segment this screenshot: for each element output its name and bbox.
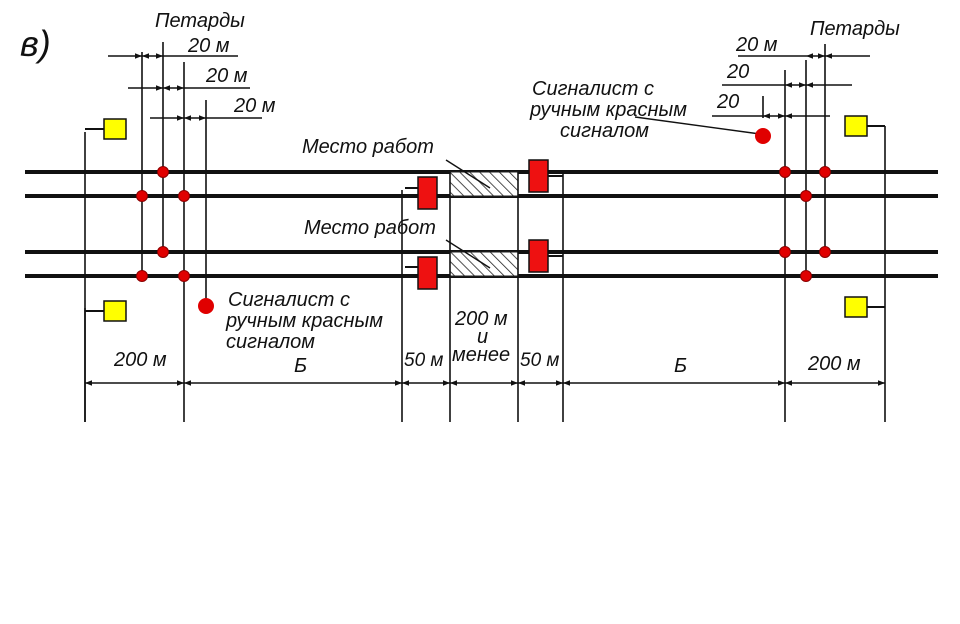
petard-spacing-left <box>108 53 262 121</box>
petard <box>819 246 831 258</box>
petard <box>779 166 791 178</box>
signalman-right-line-2: ручным красным <box>529 99 687 121</box>
warning-signal-left-upper <box>85 118 127 140</box>
warning-signals <box>85 115 885 322</box>
stop-signs <box>405 159 563 290</box>
dim-20m-left-2: 20 м <box>205 65 248 87</box>
petard-spacing-right <box>712 53 870 119</box>
petard <box>178 190 190 202</box>
warning-signal-right-lower <box>844 296 885 318</box>
dim-200-or-less-line-3: менее <box>452 344 510 366</box>
petard <box>157 246 169 258</box>
dim-20m-left-1: 20 м <box>187 35 230 57</box>
stop-sign-right-upper <box>528 159 563 193</box>
dim-20-right-2: 20 <box>726 61 749 83</box>
dim-200-or-less-line-1: 200 м <box>454 308 508 330</box>
petards-label-left: Петарды <box>155 10 245 32</box>
dim-B-left: Б <box>294 355 307 377</box>
dim-B-right: Б <box>674 355 687 377</box>
dim-200m-right: 200 м <box>807 353 861 375</box>
signalman-left-line-1: Сигналист с <box>228 289 350 311</box>
signalman-left-dot <box>198 298 214 314</box>
petard <box>779 246 791 258</box>
dim-200m-left: 200 м <box>113 349 167 371</box>
dim-20-right-3: 20 <box>716 91 739 113</box>
signalman-left-line-3: сигналом <box>226 331 315 353</box>
work-site-label-upper: Место работ <box>302 136 434 158</box>
warning-signal-left-lower <box>85 300 127 322</box>
petard <box>800 190 812 202</box>
petard <box>800 270 812 282</box>
work-site-label-lower: Место работ <box>304 217 436 239</box>
signalman-right-dot <box>755 128 771 144</box>
leader-lines <box>445 116 761 269</box>
petard <box>178 270 190 282</box>
dim-20m-left-3: 20 м <box>233 95 276 117</box>
petard <box>157 166 169 178</box>
dim-50m-right: 50 м <box>520 350 559 371</box>
petards-label-right: Петарды <box>810 18 900 40</box>
signalman-right-line-1: Сигналист с <box>532 78 654 100</box>
extension-lines <box>84 42 886 422</box>
dim-20m-right-1: 20 м <box>735 34 778 56</box>
petard <box>136 190 148 202</box>
stop-sign-left-lower <box>405 256 438 290</box>
stop-sign-right-lower <box>528 239 563 273</box>
signalman-left-line-2: ручным красным <box>225 310 383 332</box>
petard <box>136 270 148 282</box>
figure-letter: в) <box>20 23 51 64</box>
stop-sign-left-upper <box>405 176 438 210</box>
signalman-right-line-3: сигналом <box>560 120 649 142</box>
petard <box>819 166 831 178</box>
dim-200-or-less-line-2: и <box>477 326 488 348</box>
dim-50m-left: 50 м <box>404 350 443 371</box>
warning-signal-right-upper <box>844 115 885 137</box>
petards <box>136 166 831 282</box>
